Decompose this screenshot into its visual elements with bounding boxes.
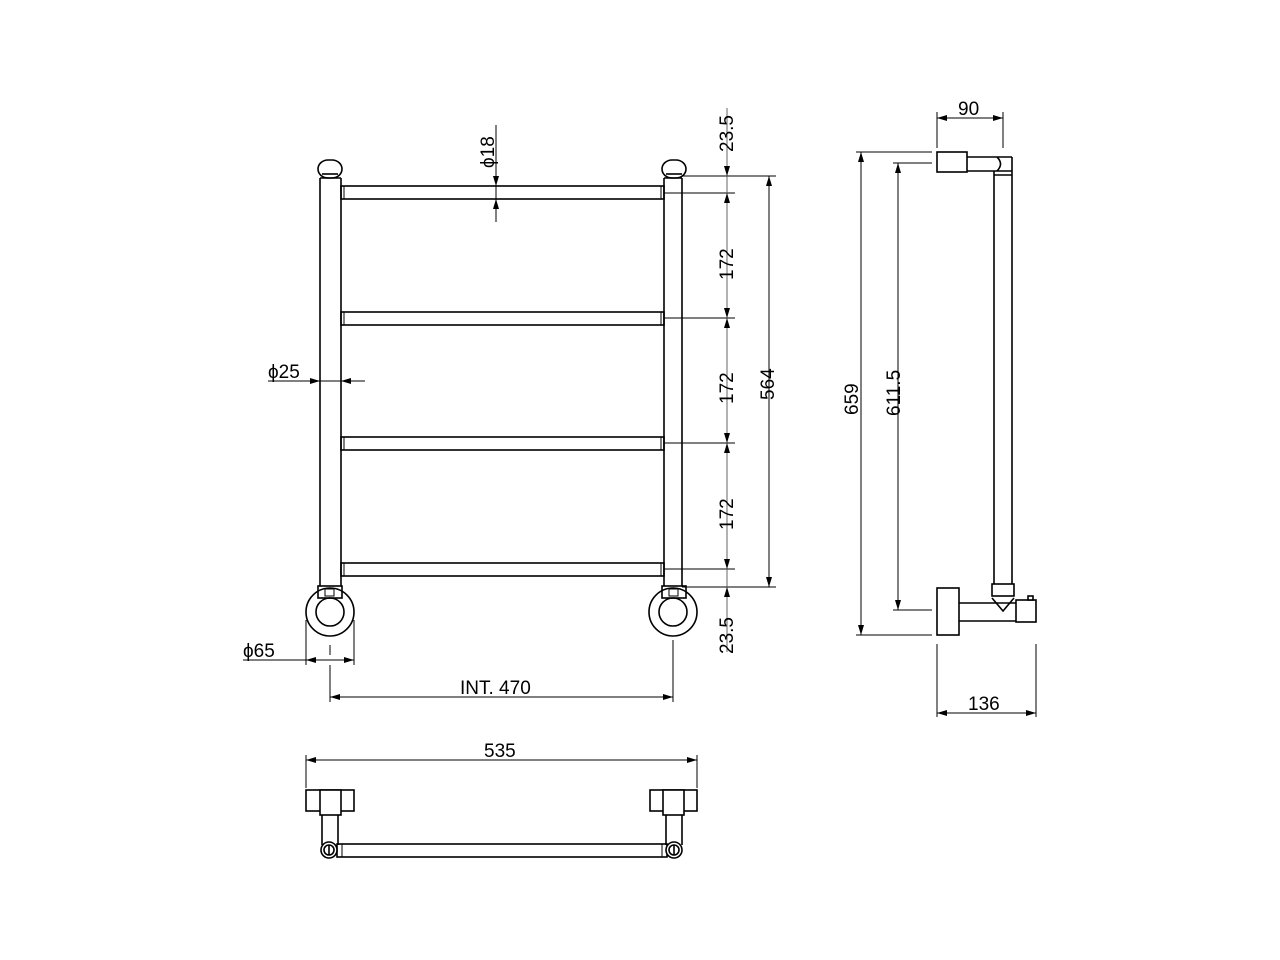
- dim-side-top-depth: 90: [936, 99, 1004, 148]
- label-top-offset: 23.5: [717, 115, 738, 152]
- dim-side-bottom-depth: 136: [936, 644, 1037, 717]
- front-view: ϕ18 ϕ25 ϕ65 INT. 470: [243, 108, 779, 702]
- label-spacing-1: 172: [717, 248, 738, 280]
- label-spacing-2: 172: [717, 372, 738, 404]
- dim-mount-height: 611.5: [884, 162, 932, 611]
- valve-body: [1015, 599, 1037, 623]
- right-post-cap: [661, 159, 687, 179]
- label-bottom-offset: 23.5: [717, 617, 738, 654]
- label-rail-diameter: ϕ18: [478, 136, 499, 168]
- top-view: 535: [305, 741, 698, 859]
- left-base-rosette: [305, 587, 355, 637]
- label-side-bottom-depth: 136: [968, 694, 1000, 715]
- label-overall-height: 659: [842, 383, 863, 415]
- dim-interior-width: INT. 470: [329, 640, 674, 702]
- label-post-diameter: ϕ25: [268, 362, 300, 383]
- dim-overall-width: 535: [305, 741, 698, 788]
- label-overall-width: 535: [484, 741, 516, 762]
- dim-base-diameter: ϕ65: [243, 620, 355, 665]
- left-post-cap: [317, 159, 343, 179]
- right-post: [648, 159, 698, 637]
- side-view: 90 136 659 611.5: [842, 99, 1037, 717]
- dim-chain-vertical: 23.5 172 172 172 23.5 564: [664, 108, 779, 654]
- bottom-wall-bracket: [936, 587, 960, 636]
- label-rails-height: 564: [758, 368, 779, 400]
- dim-rail-diameter: ϕ18: [478, 125, 499, 222]
- label-side-top-depth: 90: [958, 99, 979, 120]
- label-base-diameter: ϕ65: [243, 641, 275, 662]
- crossbars: [340, 185, 665, 577]
- top-wall-bracket: [936, 151, 968, 173]
- label-mount-height: 611.5: [884, 370, 905, 416]
- top-rail: [336, 843, 668, 858]
- right-base-rosette: [648, 587, 698, 637]
- label-spacing-3: 172: [717, 498, 738, 530]
- left-post: [305, 159, 355, 637]
- label-interior-width: INT. 470: [460, 678, 531, 699]
- dim-post-diameter: ϕ25: [268, 362, 365, 384]
- dim-overall-height: 659: [842, 151, 932, 636]
